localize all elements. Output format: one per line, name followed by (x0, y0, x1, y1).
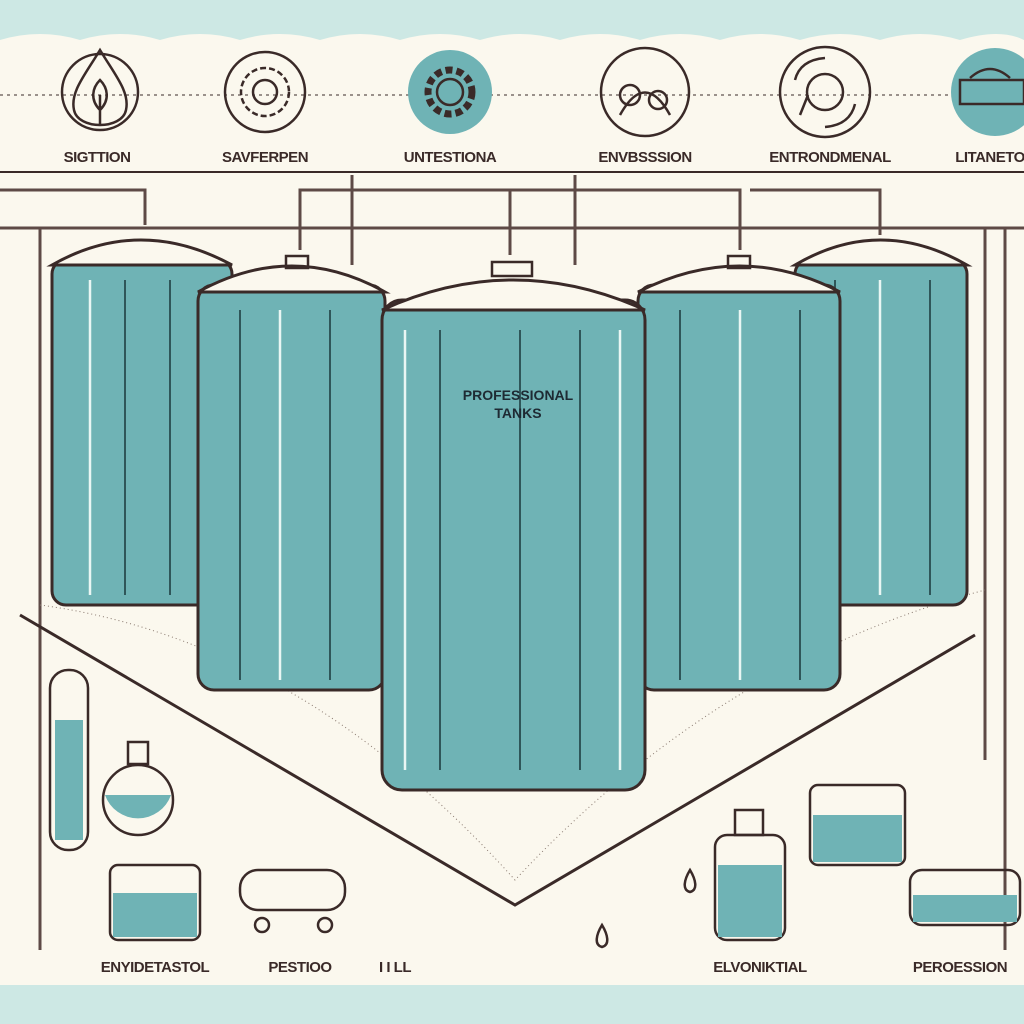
icon-label-5: ENTRONDMENAL (769, 149, 891, 166)
ecology-icon (599, 46, 691, 138)
bottom-label-1: ENYIDETASTOL (101, 959, 210, 976)
bottom-label-5: PEROESSION (913, 959, 1007, 976)
water-drop-leaf-icon (60, 47, 140, 132)
top-band (0, 0, 1024, 40)
jerrycan-left (108, 863, 202, 942)
icon-label-6: LITANETO (955, 149, 1024, 166)
jerrycan-right (808, 783, 907, 867)
cylinder-vessel (48, 668, 90, 852)
tanks-pair (908, 868, 1022, 927)
icon-label-3: UNTESTIONA (404, 149, 497, 166)
icon-label-2: SAVFERPEN (222, 149, 308, 166)
tank-back-left (46, 238, 234, 607)
round-flask (101, 740, 175, 837)
bottom-label-2: PESTIOO (268, 959, 332, 976)
cog-icon (408, 50, 492, 134)
recycle-icon (778, 45, 872, 139)
floor-outline (19, 613, 976, 907)
tanker-icon (951, 48, 1024, 136)
water-drop-icon (595, 922, 609, 949)
gear-icon (223, 50, 307, 134)
tank-mid-left (196, 254, 391, 692)
tank-center (380, 260, 647, 792)
floor-shading (39, 589, 986, 881)
bottom-label-4: ELVONIKTIAL (713, 959, 807, 976)
pipe-network (0, 175, 1024, 950)
water-drop-icon (683, 867, 697, 894)
icon-label-4: ENVBSSSION (598, 149, 691, 166)
bottom-label-3: I I LL (379, 959, 411, 976)
tank-mid-right (636, 254, 842, 692)
bottom-band (0, 985, 1024, 1024)
tank-label-line2: TANKS (494, 405, 541, 421)
tank-label-line1: PROFESSIONAL (463, 387, 574, 403)
icon-label-1: SIGTTION (64, 149, 131, 166)
bottle-right (713, 808, 787, 942)
tanker-truck (238, 868, 347, 934)
